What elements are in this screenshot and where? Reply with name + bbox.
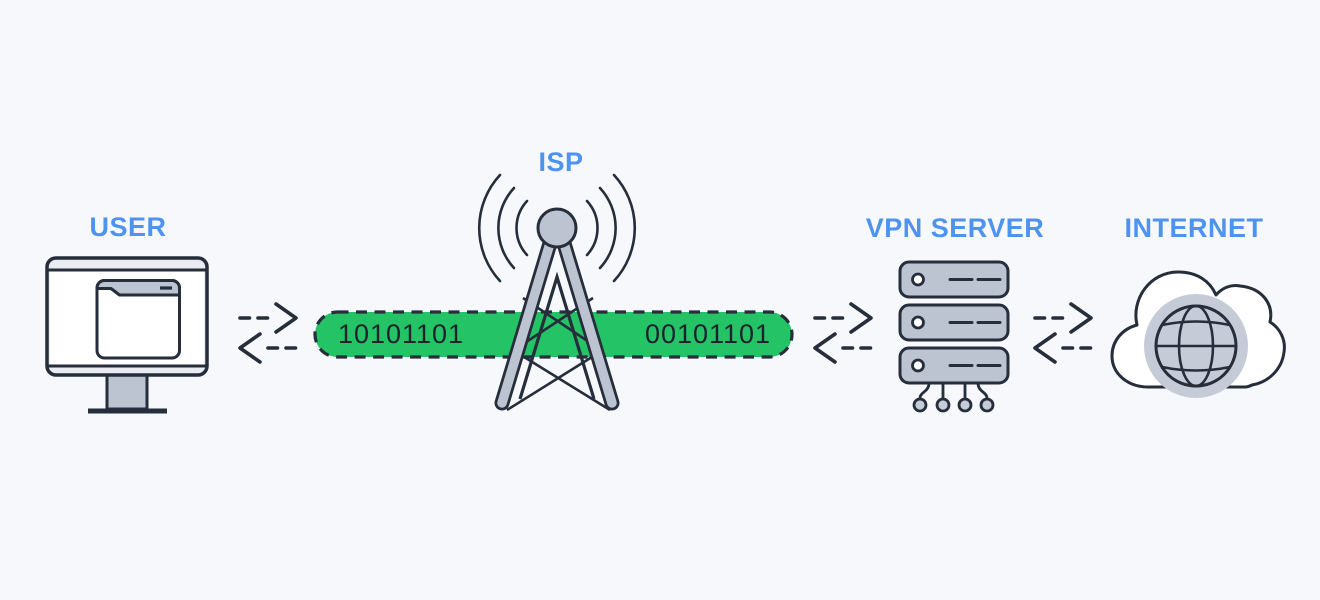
desktop-computer-icon xyxy=(45,256,209,414)
monitor-frame-outline xyxy=(45,256,209,377)
internet-node: INTERNET xyxy=(1110,213,1286,398)
globe-parallel-top xyxy=(1161,320,1231,327)
globe-icon xyxy=(1144,294,1248,398)
packet-pill xyxy=(313,310,794,359)
tower-legs xyxy=(494,232,620,411)
wave-right-2 xyxy=(598,186,617,270)
arrow-left-icon xyxy=(813,332,837,364)
wave-left-2 xyxy=(497,186,516,270)
wave-left-3 xyxy=(477,173,502,283)
arrow-right-icon xyxy=(849,302,873,334)
vpn-server-node: VPN SERVER xyxy=(866,213,1045,413)
monitor-stand xyxy=(105,373,149,411)
link-user-isp xyxy=(238,302,298,364)
arrow-left-icon xyxy=(1033,332,1057,364)
tower-leg-right xyxy=(558,235,617,408)
isp-label: ISP xyxy=(538,147,583,177)
server-cables xyxy=(912,382,995,413)
link-vpn-internet xyxy=(1033,302,1093,364)
server-stack-icon xyxy=(898,260,1010,413)
monitor-bezel-lines xyxy=(48,268,206,368)
tower-inner-frame xyxy=(518,271,596,400)
tower-antenna-head xyxy=(536,207,578,249)
tower-leg-left xyxy=(497,235,556,408)
packet-bits-right: 00101101 xyxy=(645,319,771,349)
cable-node xyxy=(957,397,973,413)
cable xyxy=(976,382,989,399)
wave-left-1 xyxy=(515,199,529,257)
cable-node xyxy=(912,397,928,413)
cable xyxy=(918,382,931,399)
arrow-right-icon xyxy=(274,302,298,334)
server-led xyxy=(911,358,925,373)
arrow-right-icon xyxy=(1069,302,1093,334)
radio-tower-icon xyxy=(494,207,620,412)
server-vents xyxy=(948,278,1002,367)
brace-line xyxy=(506,350,601,412)
encrypted-packet: 10101101 00101101 xyxy=(313,310,794,359)
globe-parallel-bottom xyxy=(1161,365,1231,372)
user-label: USER xyxy=(89,212,166,242)
wave-right-1 xyxy=(585,199,599,257)
isp-node: ISP xyxy=(477,147,637,412)
wave-right-3 xyxy=(612,173,637,283)
server-units xyxy=(898,260,1010,385)
server-led xyxy=(911,315,925,330)
vpn-server-label: VPN SERVER xyxy=(866,213,1045,243)
cable-node xyxy=(935,397,951,413)
link-isp-vpn xyxy=(813,302,873,364)
user-node: USER xyxy=(45,212,209,414)
server-led xyxy=(911,272,925,287)
arrow-left-icon xyxy=(238,332,262,364)
cable-node xyxy=(979,397,995,413)
signal-waves-icon xyxy=(477,173,637,283)
internet-label: INTERNET xyxy=(1125,213,1264,243)
folder-tab-bar xyxy=(95,279,181,297)
folder-icon xyxy=(95,279,181,360)
packet-bits-left: 10101101 xyxy=(338,319,464,349)
cloud-globe-icon xyxy=(1110,270,1286,398)
